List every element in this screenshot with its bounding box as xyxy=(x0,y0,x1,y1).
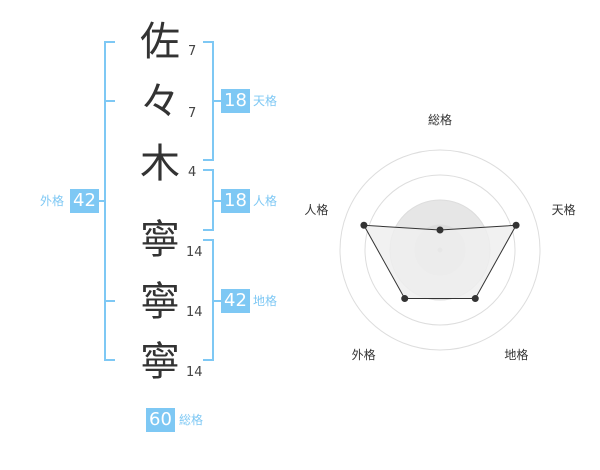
radar-axis-label-3: 地格 xyxy=(504,347,528,362)
name-char-6: 寧 xyxy=(140,339,180,385)
name-char-3: 木 xyxy=(140,141,180,187)
radar-axis-label-5: 人格 xyxy=(304,202,328,217)
jinkaku-value: 18 xyxy=(221,189,250,213)
radar-axis-label-1: 総格 xyxy=(428,112,452,127)
tenkaku-bracket xyxy=(203,41,221,161)
radar-axis-label-2: 天格 xyxy=(552,202,576,217)
chikaku-bracket xyxy=(203,239,221,361)
chikaku-value: 42 xyxy=(221,289,250,313)
radar-point-1 xyxy=(436,226,444,234)
stroke-count-3: 4 xyxy=(188,165,197,180)
radar-points xyxy=(360,221,520,303)
radar-point-3 xyxy=(471,295,479,303)
gaikaku-label: 外格 xyxy=(40,194,65,208)
jinkaku-label: 人格 xyxy=(253,194,278,208)
chikaku-label: 地格 xyxy=(253,294,278,308)
name-char-5: 寧 xyxy=(140,279,180,325)
radar-ring-3 xyxy=(364,174,516,326)
stroke-count-5: 14 xyxy=(186,305,203,320)
tenkaku-value: 18 xyxy=(221,89,250,113)
name-char-2: 々 xyxy=(140,79,180,125)
radar-point-2 xyxy=(512,221,520,229)
stroke-count-2: 7 xyxy=(188,106,197,121)
stroke-count-4: 14 xyxy=(186,245,203,260)
radar-area xyxy=(363,224,517,299)
radar-point-4 xyxy=(401,295,409,303)
radar-point-5 xyxy=(360,221,368,229)
soukaku-value: 60 xyxy=(146,408,175,432)
stroke-count-1: 7 xyxy=(188,44,197,59)
gaikaku-bracket xyxy=(99,41,115,361)
soukaku-label: 総格 xyxy=(179,413,204,427)
name-char-1: 佐 xyxy=(140,19,180,65)
stroke-count-6: 14 xyxy=(186,365,203,380)
gaikaku-value: 42 xyxy=(70,189,99,213)
name-char-4: 寧 xyxy=(140,217,180,263)
tenkaku-label: 天格 xyxy=(253,94,278,108)
jinkaku-bracket xyxy=(203,169,221,231)
radar-ring-4 xyxy=(339,149,541,351)
radar-axis-label-4: 外格 xyxy=(352,347,376,362)
